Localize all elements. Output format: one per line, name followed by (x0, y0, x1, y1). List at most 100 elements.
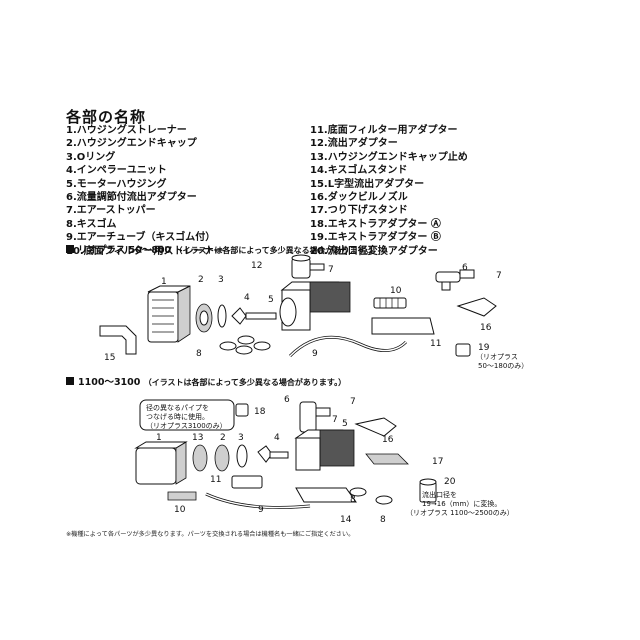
callout-number: 15 (104, 353, 115, 363)
callout-number: 3 (238, 433, 244, 443)
parts-list-left: 1.ハウジングストレーナー 2.ハウジングエンドキャップ 3.Oリング 4.イン… (66, 124, 306, 258)
callout-number: 2 (220, 433, 226, 443)
bullet-square-icon (66, 377, 74, 385)
callout-number: 9 (312, 349, 318, 359)
callout-number: 8 (196, 349, 202, 359)
extra-adapter-a-part (235, 403, 249, 417)
callout-number: 1 (156, 433, 162, 443)
part-item: 13.ハウジングエンドキャップ止め (310, 151, 468, 163)
flow-adjust-adapter-part (435, 269, 475, 291)
callout-number: 10 (174, 505, 186, 515)
bullet-square-icon (66, 245, 74, 253)
callout-number: 13 (192, 433, 203, 443)
callout-number: 8 (380, 515, 386, 525)
end-cap-part (214, 444, 230, 472)
callout-box (139, 399, 235, 431)
callout-number: 5 (268, 295, 274, 305)
callout-number: 2 (198, 275, 204, 285)
part-item: 19.エキストラアダプター Ⓑ (310, 232, 441, 244)
callout-number: 11 (210, 475, 221, 485)
callout-number: 8 (350, 495, 356, 505)
callout-number: 4 (244, 293, 250, 303)
callout-text: 50～180のみ） (478, 362, 528, 370)
o-ring-part (236, 444, 248, 468)
part-item: 4.インペラーユニット (66, 165, 167, 177)
footnote: ※機種によって各パーツが多少異なります。パーツを交換される場合は機種名も一緒にご… (66, 531, 355, 538)
callout-number: 6 (462, 263, 468, 273)
part-item: 10.底面フィルター用ストレーナー (66, 245, 224, 257)
part-item: 20.流出口径変換アダプター (310, 245, 438, 257)
callout-number: 11 (430, 339, 441, 349)
part-item: 7.エアーストッパー (66, 205, 156, 217)
part-item: 5.モーターハウジング (66, 178, 167, 190)
part-item: 15.L字型流出アダプター (310, 178, 425, 190)
suction-cups-part (219, 335, 271, 355)
part-item: 12.流出アダプター (310, 138, 398, 150)
callout-text: （リオプラス (476, 353, 518, 361)
callout-number: 18 (254, 407, 266, 417)
diagram-small-models: 1 2 3 4 5 12 7 6 7 10 11 16 15 8 9 19 （リ… (99, 254, 528, 370)
part-item: 9.エアーチューブ（キスゴム付） (66, 232, 216, 244)
callout-number: 16 (382, 435, 394, 445)
part-item: 2.ハウジングエンドキャップ (66, 138, 197, 150)
impeller-part (257, 445, 289, 463)
callout-number: 16 (480, 323, 492, 333)
suction-cup-part (375, 495, 393, 505)
callout-number: 20 (444, 477, 456, 487)
suction-cup-part (349, 487, 367, 497)
bottom-filter-strainer-part (167, 491, 197, 501)
part-item: 17.つり下げスタンド (310, 205, 408, 217)
outflow-adapter-part (291, 254, 325, 279)
part-item: 16.ダックビルノズル (310, 192, 408, 204)
bottom-filter-strainer-part (373, 297, 407, 309)
callout-text: （リオプラス3100のみ） (146, 422, 227, 430)
duckbill-nozzle-part (354, 417, 397, 437)
housing-strainer-part (147, 285, 191, 343)
suction-stand-part (295, 487, 357, 503)
part-item: 18.エキストラアダプター Ⓐ (310, 218, 441, 230)
callout-text: 19→16（mm）に変換。 (422, 499, 501, 508)
callout-number: 10 (390, 286, 402, 296)
callout-number: 7 (350, 397, 356, 407)
part-item: 6.流量調節付流出アダプター (66, 192, 197, 204)
part-item: 14.キスゴムスタンド (310, 165, 408, 177)
bottom-filter-adapter-part (371, 317, 435, 335)
part-item: 3.Oリング (66, 151, 116, 163)
parts-list-right: 11.底面フィルター用アダプター 12.流出アダプター 13.ハウジングエンドキ… (310, 124, 550, 258)
o-ring-part (217, 304, 227, 328)
callout-number: 1 (161, 277, 167, 287)
motor-housing-part (279, 281, 351, 331)
callout-number: 9 (258, 505, 264, 515)
callout-number: 6 (284, 395, 290, 405)
l-shaped-adapter-part (99, 325, 137, 355)
callout-text: 径の異なるパイプを (146, 403, 209, 412)
callout-number: 4 (274, 433, 280, 443)
section-heading-small-models: リオプラス 50～800 （イラストは各部によって多少異なる場合があります。） (66, 242, 377, 256)
motor-housing-part (294, 429, 355, 471)
outlet-converter-part (419, 478, 437, 503)
callout-number: 7 (496, 271, 502, 281)
extra-adapter-b-part (455, 343, 471, 357)
diagram-large-models: 径の異なるパイプを つなげる時に使用。 （リオプラス3100のみ） (134, 395, 514, 525)
callout-number: 3 (218, 275, 224, 285)
callout-number: 5 (342, 419, 348, 429)
housing-strainer-part (134, 441, 188, 485)
flow-adjust-adapter-part (299, 401, 331, 433)
hanging-stand-part (365, 453, 409, 465)
callout-text: 流出口径を (422, 490, 457, 499)
duckbill-nozzle-part (456, 297, 497, 317)
part-item: 11.底面フィルター用アダプター (310, 125, 458, 136)
impeller-part (231, 307, 277, 325)
part-item: 8.キスゴム (66, 218, 117, 230)
callout-number: 7 (332, 415, 338, 425)
end-cap-lock-part (192, 444, 208, 472)
callout-number: 7 (328, 265, 334, 275)
page-title: 各部の名称 (66, 108, 147, 126)
callout-number: 14 (340, 515, 352, 525)
callout-text: （リオプラス 1100～2500のみ） (406, 509, 514, 517)
callout-number: 12 (251, 261, 262, 271)
bottom-filter-adapter-part (231, 475, 263, 489)
callout-number: 19 (478, 343, 490, 353)
